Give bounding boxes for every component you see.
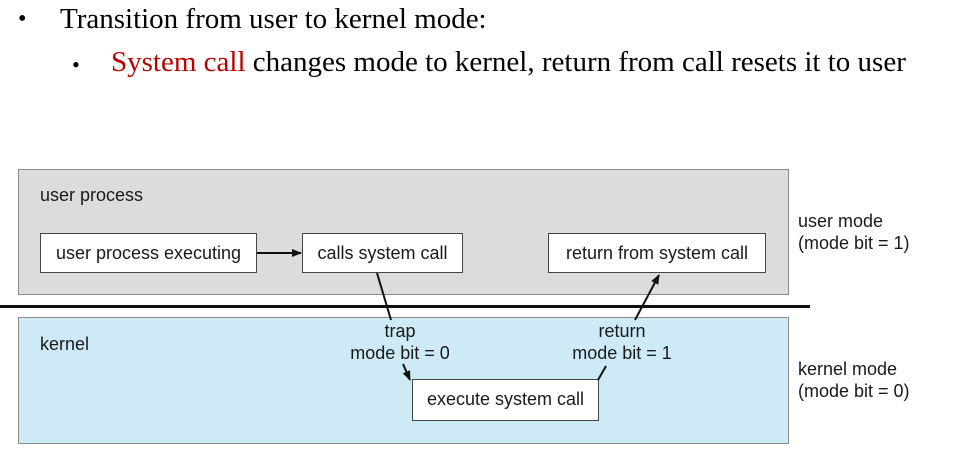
execute-system-call-box: execute system call xyxy=(412,379,599,421)
calls-system-call-box: calls system call xyxy=(302,233,463,273)
user-mode-bit-label: (mode bit = 1) xyxy=(798,233,910,253)
arrow-calls-to-trap xyxy=(376,272,392,321)
system-call-highlight: System call xyxy=(111,46,246,78)
bullet-dot: • xyxy=(18,6,27,32)
bullet-system-call: System call changes mode to kernel, retu… xyxy=(111,46,906,79)
trap-mode-bit-label: mode bit = 0 xyxy=(350,343,450,363)
user-process-label: user process xyxy=(40,185,144,205)
arrow-trap-to-execute xyxy=(402,363,411,381)
return-from-system-call-box: return from system call xyxy=(548,233,766,273)
bullet-system-call-rest: changes mode to kernel, return from call… xyxy=(245,46,906,78)
sub-bullet-dot: • xyxy=(72,52,80,77)
arrow-return-to-box xyxy=(634,274,660,321)
return-mode-bit-label: mode bit = 1 xyxy=(572,343,672,363)
trap-label: trap xyxy=(384,321,416,341)
user-mode-label: user mode xyxy=(798,211,884,231)
bullet-transition: Transition from user to kernel mode: xyxy=(60,3,487,35)
return-label: return xyxy=(598,321,646,341)
user-process-executing-box: user process executing xyxy=(40,233,257,273)
user-process-region xyxy=(18,169,789,295)
kernel-mode-label: kernel mode xyxy=(798,359,898,379)
mode-separator-line xyxy=(0,305,810,308)
arrow-execute-to-return xyxy=(597,365,607,381)
kernel-mode-bit-label: (mode bit = 0) xyxy=(798,381,910,401)
kernel-label: kernel xyxy=(40,334,90,354)
